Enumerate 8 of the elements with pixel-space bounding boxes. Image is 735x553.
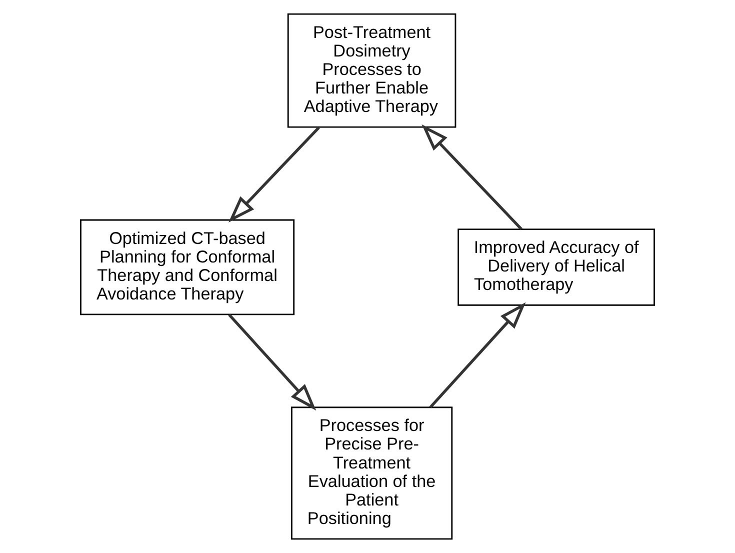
node-box: Processes for Precise Pre-Treatment Evaluation of the Patient Positioning <box>290 406 453 540</box>
node-box: Post-Treatment Dosimetry Processes to Further Enable Adaptive Therapy <box>287 13 456 128</box>
arrow <box>228 126 320 223</box>
arrow <box>422 124 523 230</box>
arrow <box>429 302 526 408</box>
node-box: Improved Accuracy of Delivery of Helical Tomotherapy <box>458 228 655 306</box>
arrow <box>228 314 316 411</box>
node-box: Optimized CT-based Planning for Conformal Therapy and Conformal Avoidance Therapy <box>80 219 295 316</box>
